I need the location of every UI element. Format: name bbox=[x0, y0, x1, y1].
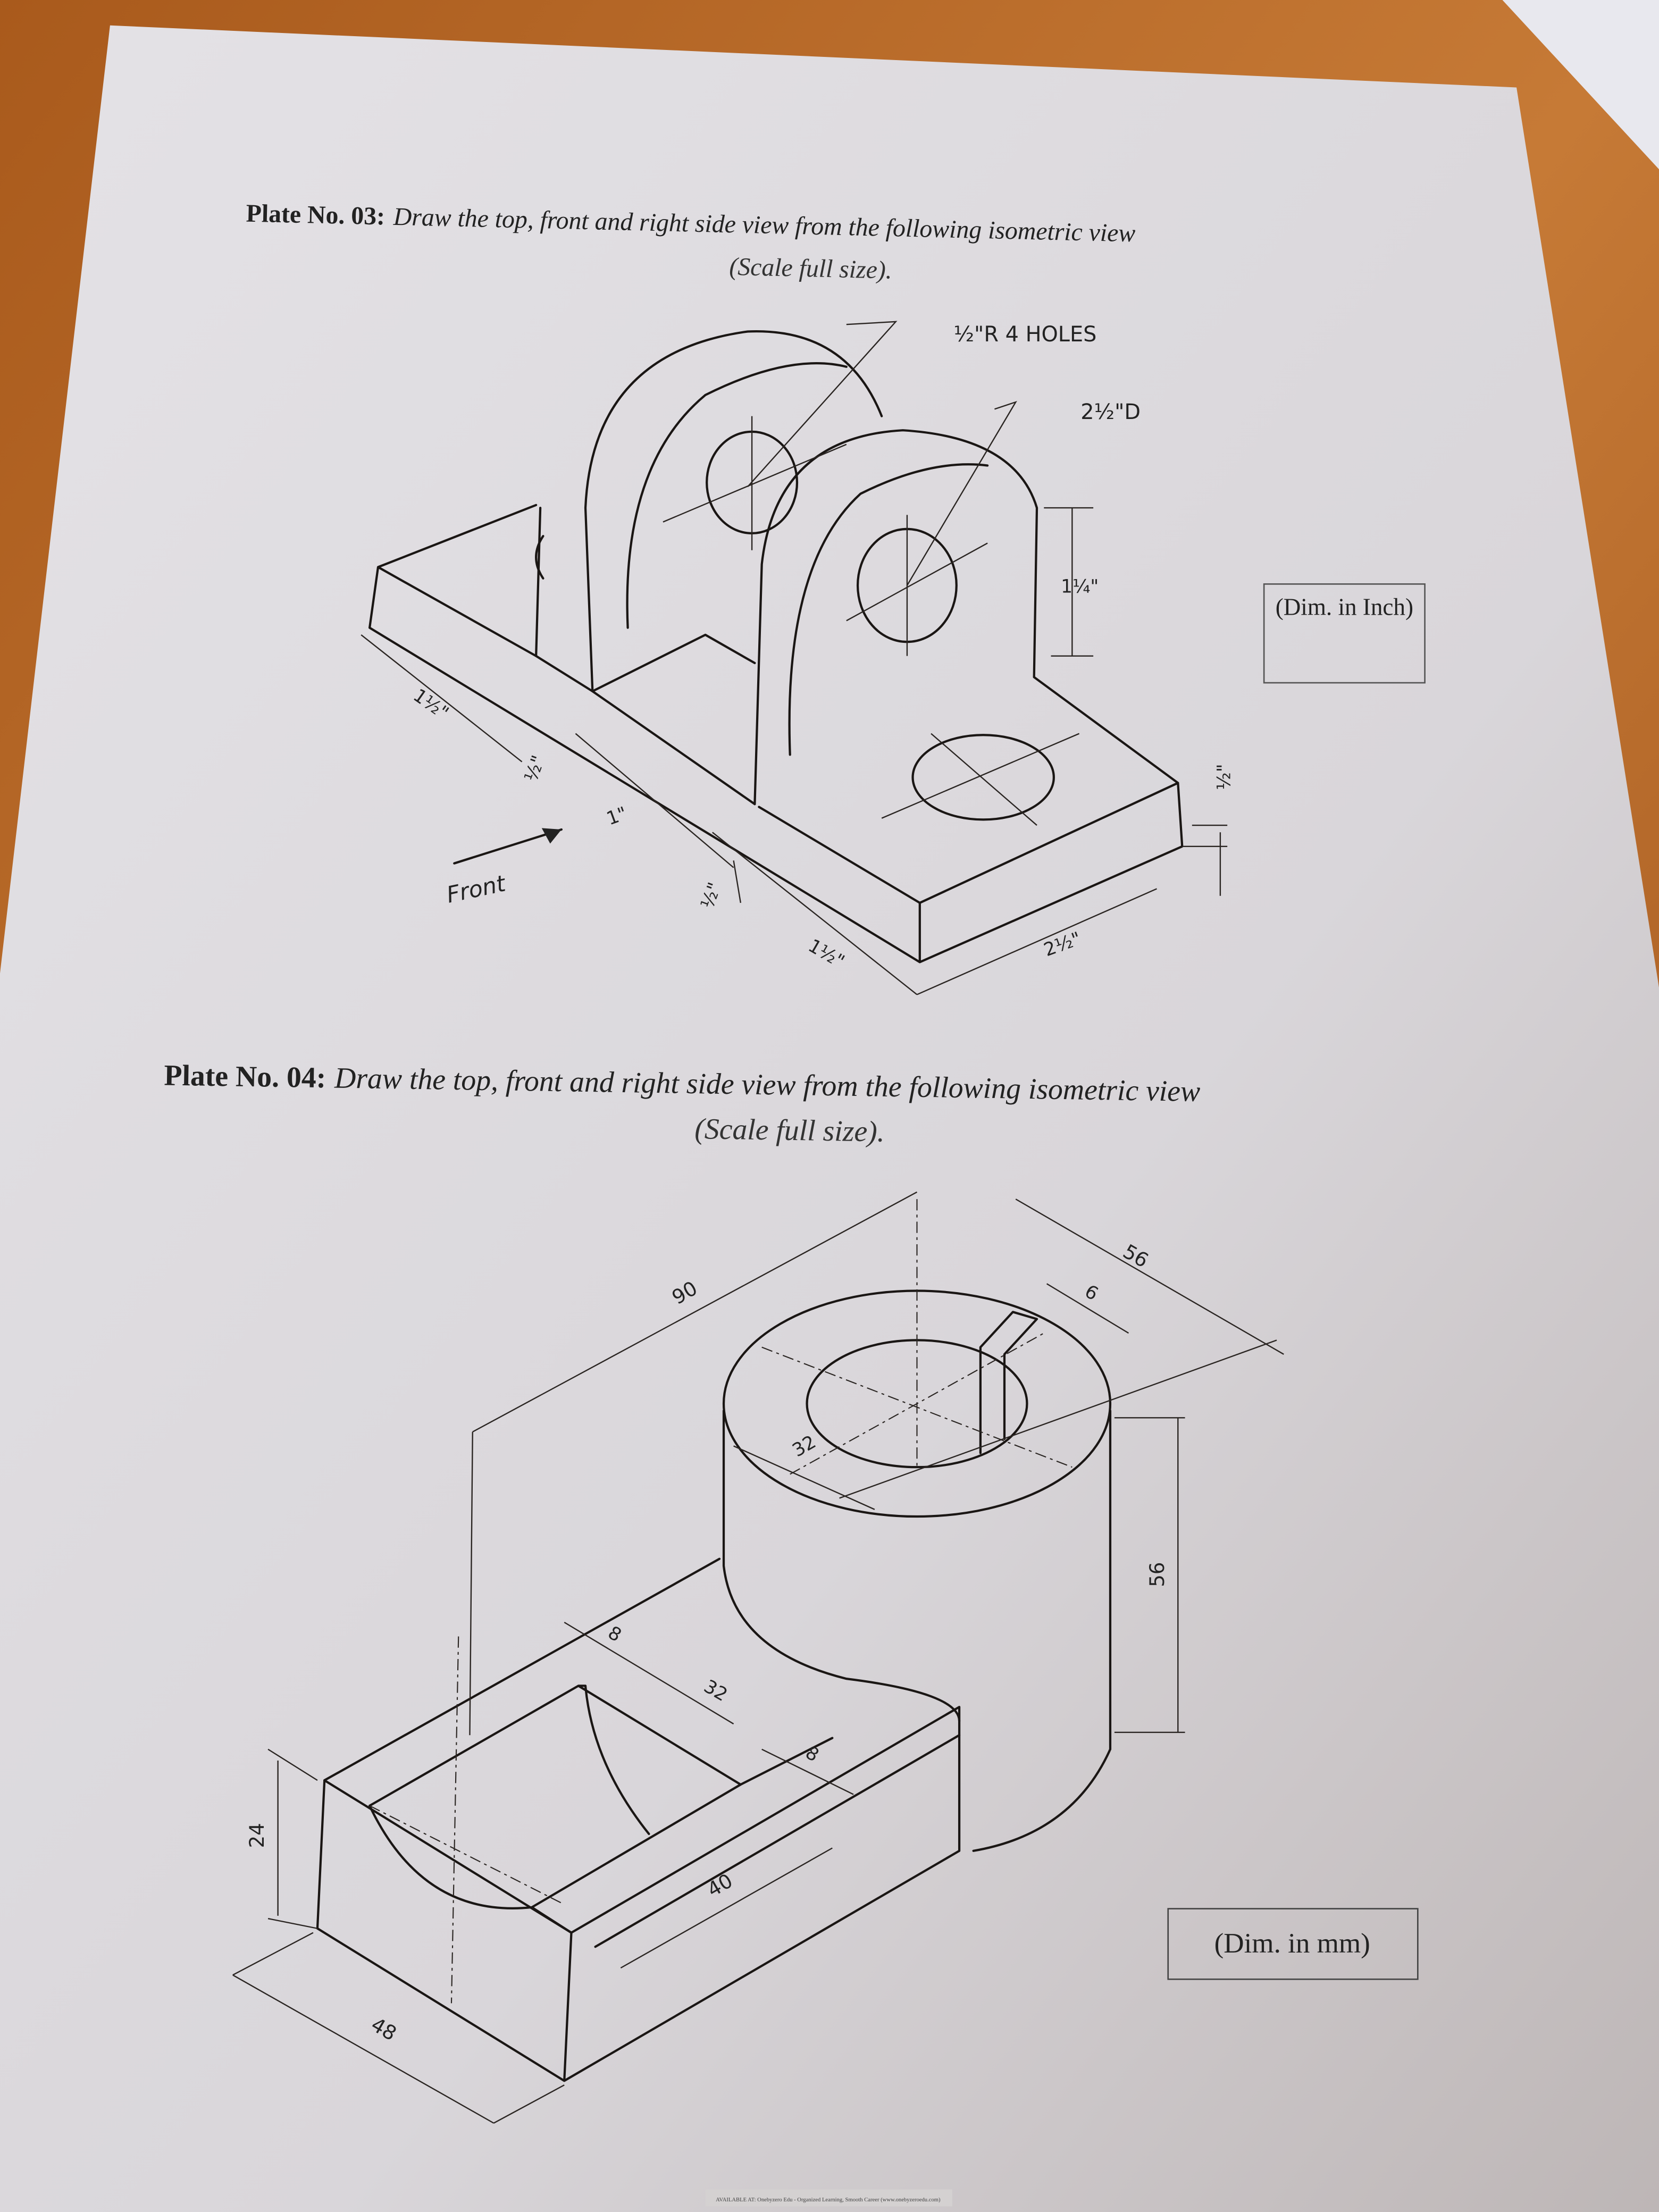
dim-upright-height: 1¼" bbox=[1061, 576, 1099, 597]
plate03-scale: (Scale full size). bbox=[729, 253, 892, 284]
label-holes: ½"R 4 HOLES bbox=[953, 322, 1096, 347]
dim-height-56: 56 bbox=[1146, 1562, 1169, 1587]
plate03-title-bold: Plate No. 03: bbox=[246, 199, 385, 231]
footer-banner: AVAILABLE AT: Onebyzero Edu - Organized … bbox=[705, 2189, 952, 2207]
label-diameter: 2½"D bbox=[1080, 400, 1141, 424]
paper-sheet bbox=[0, 25, 1659, 2212]
dim-base-thickness: ½" bbox=[1213, 764, 1235, 790]
footer-text: AVAILABLE AT: Onebyzero Edu - Organized … bbox=[716, 2197, 941, 2203]
plate03-unit-text: (Dim. in Inch) bbox=[1275, 593, 1413, 621]
front-arrow bbox=[453, 828, 563, 865]
plate04-unit-box: (Dim. in mm) bbox=[1167, 1908, 1419, 1980]
hole-base-left bbox=[535, 535, 544, 580]
plate04-scale: (Scale full size). bbox=[694, 1112, 885, 1149]
other-paper-corner bbox=[1502, 0, 1659, 170]
hole-base-right bbox=[911, 734, 1055, 821]
plate04-unit-text: (Dim. in mm) bbox=[1214, 1928, 1370, 1959]
dim-base-24: 24 bbox=[246, 1823, 269, 1848]
plate04-title-bold: Plate No. 04: bbox=[164, 1059, 326, 1094]
plate03-unit-box: (Dim. in Inch) bbox=[1263, 583, 1426, 684]
